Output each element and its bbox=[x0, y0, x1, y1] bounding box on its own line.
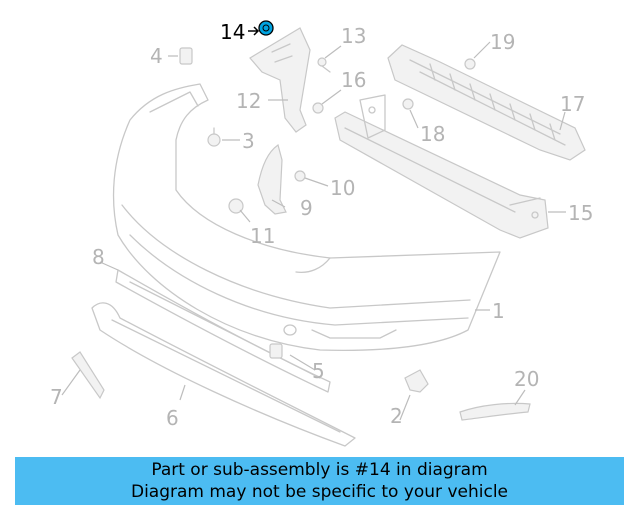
callout-17: 17 bbox=[560, 92, 585, 116]
banner-line-disclaimer: Diagram may not be specific to your vehi… bbox=[130, 482, 508, 502]
side-bracket-upper bbox=[249, 27, 311, 133]
callout-3: 3 bbox=[242, 129, 255, 153]
callout-6: 6 bbox=[166, 406, 179, 430]
bumper-cover bbox=[112, 83, 501, 351]
callout-19: 19 bbox=[490, 30, 515, 54]
energy-absorber bbox=[387, 44, 586, 161]
callout-15: 15 bbox=[568, 201, 593, 225]
lower-strip bbox=[115, 269, 331, 393]
callout-4: 4 bbox=[150, 44, 163, 68]
callout-9: 9 bbox=[300, 196, 313, 220]
parts-diagram: 1 2 3 4 5 6 7 8 9 10 11 12 13 14 15 16 1… bbox=[50, 20, 593, 447]
callout-18: 18 bbox=[420, 122, 445, 146]
side-bracket-lower bbox=[257, 144, 287, 215]
banner-line-part: Part or sub-assembly is #14 in diagram bbox=[151, 460, 488, 480]
callout-14: 14 bbox=[220, 20, 245, 44]
callout-numbers: 1 2 3 4 5 6 7 8 9 10 11 12 13 14 15 16 1… bbox=[50, 20, 593, 430]
callout-5: 5 bbox=[312, 359, 325, 383]
callout-1: 1 bbox=[492, 299, 505, 323]
corner-trim bbox=[71, 351, 105, 400]
leader-lines bbox=[61, 26, 566, 421]
rear-reflector bbox=[459, 402, 531, 421]
callout-13: 13 bbox=[341, 24, 366, 48]
callout-10: 10 bbox=[330, 176, 355, 200]
callout-11: 11 bbox=[250, 224, 275, 248]
fasteners bbox=[179, 47, 476, 393]
callout-8: 8 bbox=[92, 245, 105, 269]
part-14-clip[interactable] bbox=[258, 20, 274, 36]
callout-16: 16 bbox=[341, 68, 366, 92]
callout-2: 2 bbox=[390, 404, 403, 428]
info-banner: Part or sub-assembly is #14 in diagram D… bbox=[15, 457, 624, 505]
lower-valance bbox=[91, 302, 356, 447]
callout-12: 12 bbox=[236, 89, 261, 113]
bumper-beam bbox=[334, 94, 549, 239]
callout-20: 20 bbox=[514, 367, 539, 391]
callout-7: 7 bbox=[50, 385, 63, 409]
